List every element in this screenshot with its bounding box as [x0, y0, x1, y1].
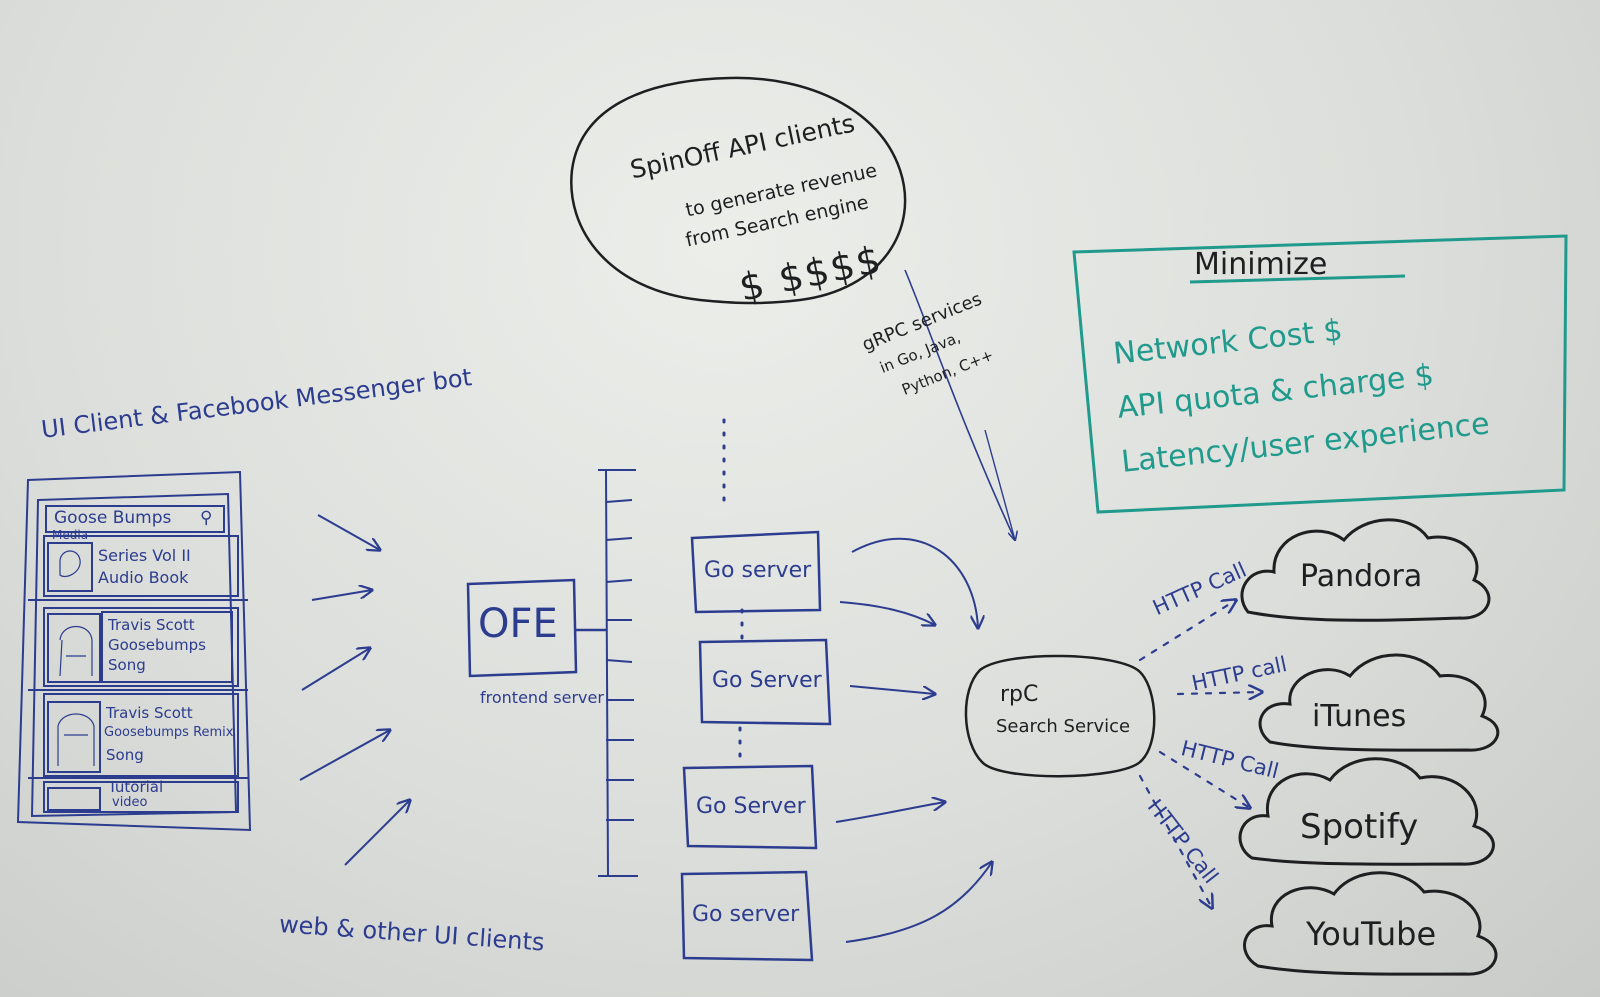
frontend-server-box	[466, 578, 606, 678]
media-label: Media	[52, 528, 89, 542]
spotify-cloud	[1238, 757, 1495, 866]
result-1-line-2: Audio Book	[98, 568, 189, 587]
client-to-ofe-arrows	[299, 514, 410, 866]
go-server-3-label: Go Server	[696, 794, 806, 819]
provider-clouds	[1238, 518, 1500, 976]
pandora-label: Pandora	[1300, 559, 1423, 594]
minimize-title: Minimize	[1194, 247, 1328, 282]
result-2-line-1: Travis Scott	[108, 616, 195, 634]
ui-client-mockup	[16, 470, 252, 832]
go-server-2-label: Go Server	[712, 668, 822, 693]
itunes-cloud	[1258, 653, 1500, 752]
rpc-label: rpC	[1000, 682, 1039, 707]
go-to-rpc-arrows	[835, 537, 992, 943]
go-server-boxes	[680, 530, 832, 962]
search-icon: ⚲	[200, 508, 213, 528]
result-1-line-1: Series Vol II	[98, 546, 191, 565]
grpc-arrow	[904, 269, 1016, 541]
go-server-1-label: Go server	[704, 558, 812, 583]
go-server-4-label: Go server	[692, 902, 800, 927]
scaling-dots	[722, 418, 744, 762]
result-3-line-3: Song	[106, 746, 144, 764]
result-2-line-2: Goosebumps	[108, 636, 206, 654]
result-2-line-3: Song	[108, 656, 146, 674]
load-balancer-rail	[598, 469, 638, 877]
rpc-search-service-box	[964, 654, 1156, 778]
ofe-caption: frontend server	[480, 688, 604, 707]
result-4-line-1: Tutorial	[108, 778, 164, 796]
revenue-bubble	[570, 76, 907, 305]
youtube-label: YouTube	[1306, 915, 1437, 953]
result-3-line-1: Travis Scott	[106, 704, 193, 722]
youtube-cloud	[1243, 871, 1498, 976]
grpc-arrow-tail	[984, 429, 1015, 540]
rpc-search-service-label: Search Service	[996, 716, 1131, 737]
itunes-label: iTunes	[1312, 699, 1407, 734]
spotify-label: Spotify	[1300, 807, 1419, 847]
result-3-line-2: Goosebumps Remix	[104, 725, 234, 740]
ofe-label: OFE	[478, 601, 558, 647]
result-4-line-2: video	[112, 795, 148, 810]
minimize-box	[1072, 234, 1568, 514]
http-call-arrows	[1138, 600, 1262, 908]
search-field-value: Goose Bumps	[54, 508, 172, 528]
pandora-cloud	[1240, 518, 1491, 622]
